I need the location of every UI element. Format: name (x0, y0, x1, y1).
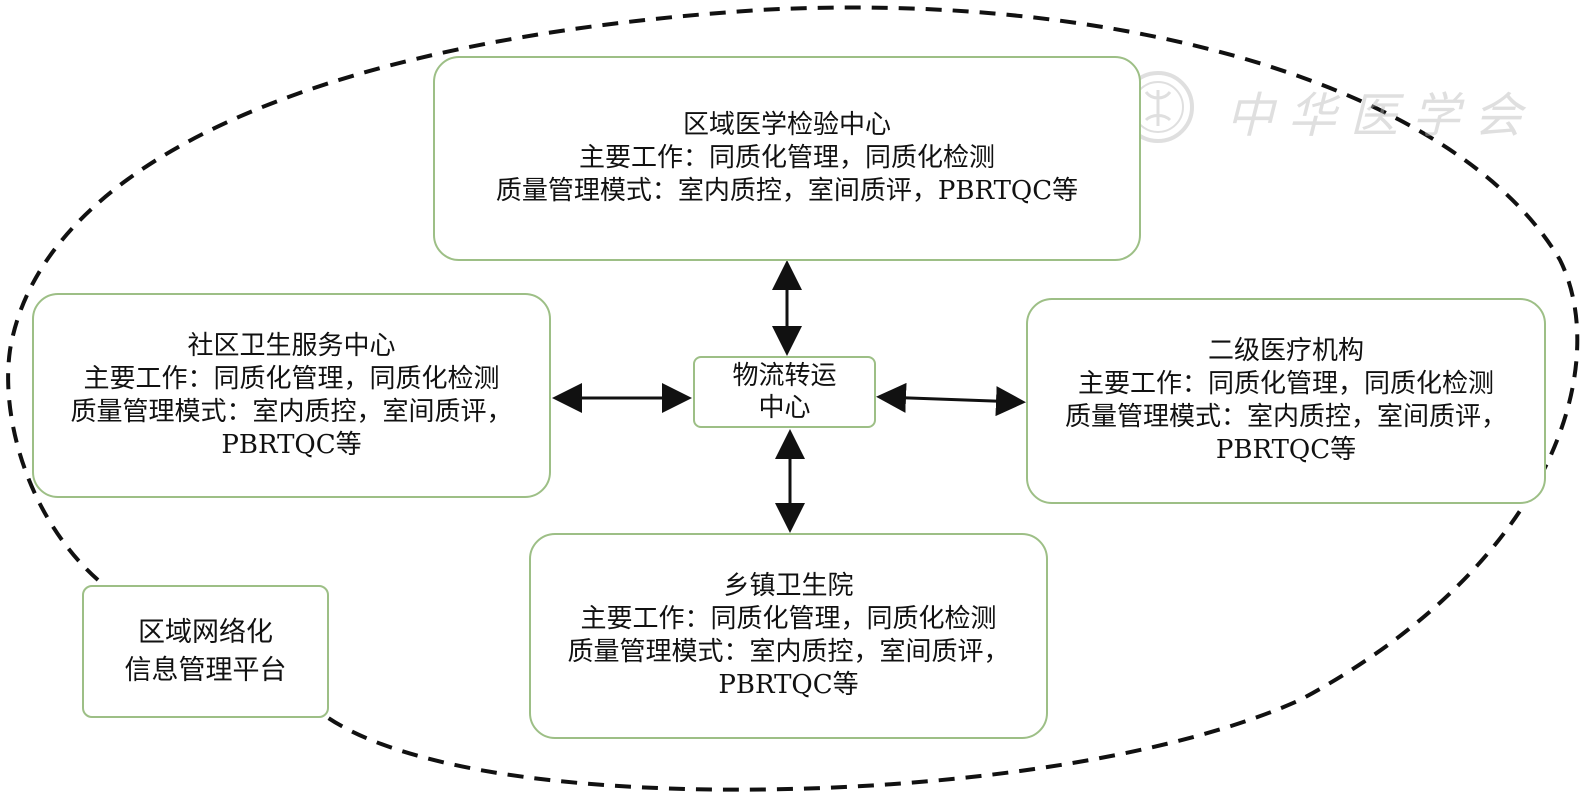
edge-center-right-arrow (876, 382, 1026, 417)
node-label-line1: 区域网络化 (138, 616, 273, 648)
watermark: 中华医学会 (1116, 70, 1522, 144)
node-title: 区域医学检验中心 (682, 110, 891, 140)
node-info-management-platform: 区域网络化 信息管理平台 (82, 585, 329, 718)
node-regional-lab-center: 区域医学检验中心 主要工作：同质化管理，同质化检测 质量管理模式：室内质控，室间… (433, 56, 1141, 261)
node-community-health-center: 社区卫生服务中心 主要工作：同质化管理，同质化检测 质量管理模式：室内质控，室间… (32, 293, 551, 498)
node-quality-mode: 质量管理模式：室内质控，室间质评， (567, 637, 1010, 667)
node-main-work: 主要工作：同质化管理，同质化检测 (83, 363, 500, 394)
node-secondary-medical-institution: 二级医疗机构 主要工作：同质化管理，同质化检测 质量管理模式：室内质控，室间质评… (1026, 298, 1546, 504)
node-quality-mode-cont: PBRTQC等 (221, 429, 362, 460)
node-label-line2: 中心 (758, 393, 811, 423)
node-quality-mode: 质量管理模式：室内质控，室间质评， (1064, 402, 1507, 432)
node-title: 乡镇卫生院 (723, 571, 854, 601)
node-quality-mode: 质量管理模式：室内质控，室间质评， (70, 396, 513, 427)
node-main-work: 主要工作：同质化管理，同质化检测 (1077, 369, 1494, 399)
node-title: 二级医疗机构 (1207, 336, 1364, 366)
node-quality-mode: 质量管理模式：室内质控，室间质评，PBRTQC等 (495, 176, 1079, 206)
watermark-text: 中华医学会 (1226, 88, 1537, 144)
node-logistics-transfer-center: 物流转运 中心 (693, 356, 876, 428)
platform-boundary-dashed-ellipse (6, 5, 1580, 792)
node-township-health-center: 乡镇卫生院 主要工作：同质化管理，同质化检测 质量管理模式：室内质控，室间质评，… (529, 533, 1048, 739)
node-quality-mode-cont: PBRTQC等 (1215, 435, 1357, 465)
node-main-work: 主要工作：同质化管理，同质化检测 (578, 143, 995, 173)
node-label-line2: 信息管理平台 (124, 654, 287, 686)
node-title: 社区卫生服务中心 (187, 330, 396, 361)
node-main-work: 主要工作：同质化管理，同质化检测 (580, 604, 997, 634)
node-label-line1: 物流转运 (732, 361, 837, 391)
node-quality-mode-cont: PBRTQC等 (718, 670, 859, 700)
